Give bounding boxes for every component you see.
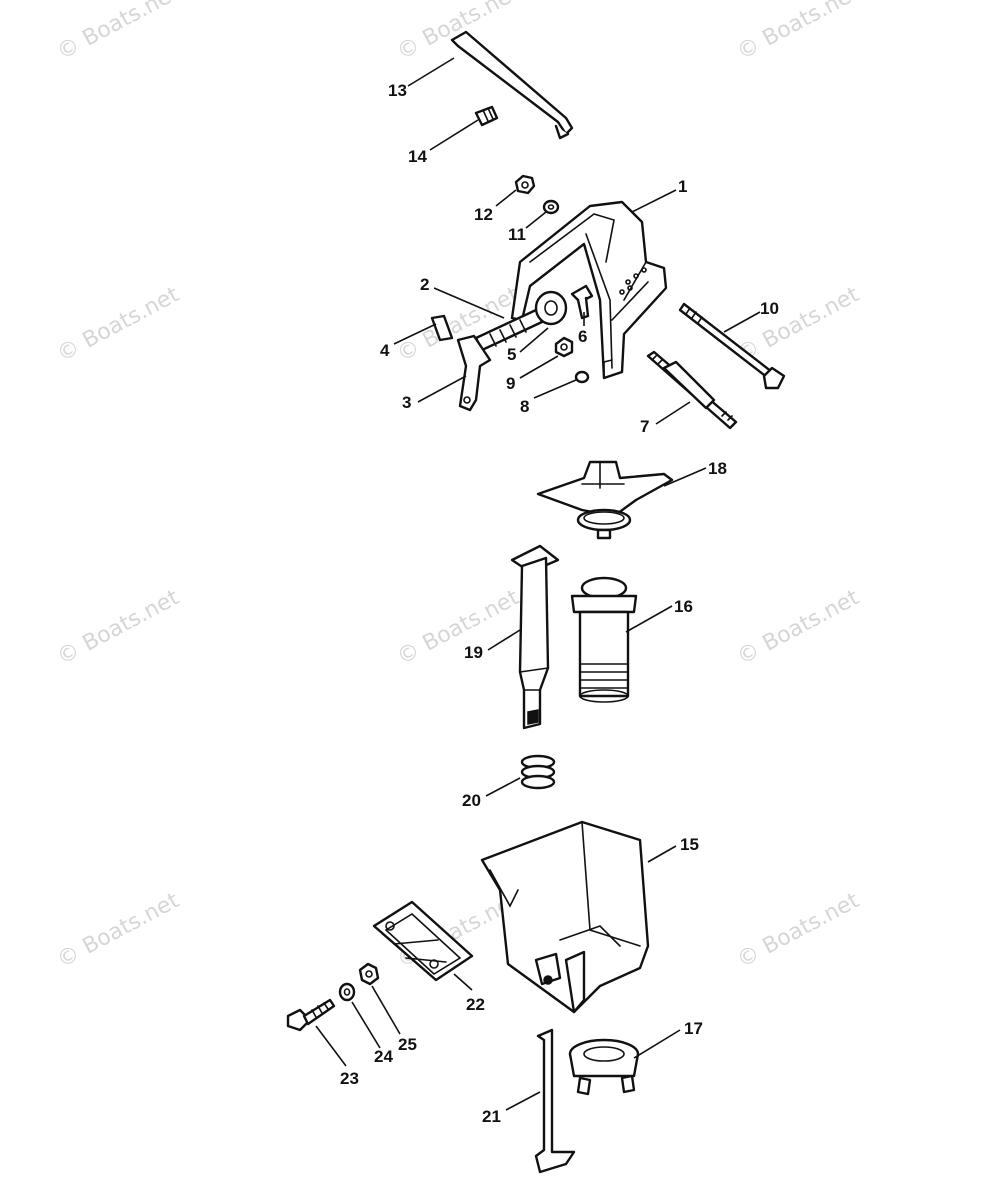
callout-22: 22 — [466, 995, 485, 1014]
part-24-washer — [338, 982, 356, 1002]
callout-4: 4 — [380, 341, 390, 360]
part-12-nut — [514, 174, 536, 195]
callout-23: 23 — [340, 1069, 359, 1088]
watermark: © Boats.net — [53, 0, 184, 65]
callout-7: 7 — [640, 417, 649, 436]
callout-3: 3 — [402, 393, 411, 412]
callout-2: 2 — [420, 275, 429, 294]
watermark: © Boats.net — [53, 282, 184, 367]
callout-13: 13 — [388, 81, 407, 100]
watermark: © Boats.net — [53, 585, 184, 670]
part-9-nut — [554, 336, 574, 358]
watermarks: © Boats.net © Boats.net © Boats.net © Bo… — [53, 0, 864, 973]
part-8-washer — [574, 370, 590, 384]
part-22-bracket — [372, 900, 474, 982]
callout-18: 18 — [708, 459, 727, 478]
callouts: 1 2 3 4 5 6 7 8 9 10 11 12 13 14 15 16 1… — [340, 81, 779, 1126]
part-2-clamp-screw — [474, 290, 568, 352]
callout-12: 12 — [474, 205, 493, 224]
watermark: © Boats.net — [733, 888, 864, 973]
watermark: © Boats.net — [53, 888, 184, 973]
callout-5: 5 — [507, 345, 516, 364]
callout-24: 24 — [374, 1047, 393, 1066]
part-14-screw — [474, 105, 499, 127]
part-19-shaft — [510, 544, 560, 730]
watermark: © Boats.net — [733, 282, 864, 367]
part-25-nut — [358, 962, 380, 986]
callout-17: 17 — [684, 1019, 703, 1038]
part-20-spring — [520, 754, 556, 790]
part-7-stud — [646, 350, 738, 430]
part-4-pin — [430, 314, 454, 342]
leader-lines — [315, 57, 761, 1111]
callout-1: 1 — [678, 177, 687, 196]
callout-6: 6 — [578, 327, 587, 346]
callout-8: 8 — [520, 397, 529, 416]
callout-14: 14 — [408, 147, 427, 166]
part-16-tube — [570, 576, 638, 703]
callout-11: 11 — [508, 225, 526, 244]
part-18-wing-collar — [536, 460, 674, 540]
watermark: © Boats.net — [393, 585, 524, 670]
callout-25: 25 — [398, 1035, 417, 1054]
callout-16: 16 — [674, 597, 693, 616]
callout-21: 21 — [482, 1107, 501, 1126]
part-17-retaining-nut — [568, 1038, 640, 1096]
part-10-long-bolt — [678, 302, 786, 390]
watermark: © Boats.net — [393, 0, 524, 65]
part-21-blade — [534, 1028, 576, 1174]
callout-20: 20 — [462, 791, 481, 810]
part-3-handle — [456, 334, 492, 412]
part-15-housing — [480, 820, 650, 1014]
callout-10: 10 — [760, 299, 779, 318]
callout-9: 9 — [506, 374, 515, 393]
watermark: © Boats.net — [733, 0, 864, 65]
callout-15: 15 — [680, 835, 699, 854]
part-1-clamp-bracket — [510, 200, 668, 380]
watermark: © Boats.net — [733, 585, 864, 670]
callout-19: 19 — [464, 643, 483, 662]
part-6-bolt — [570, 284, 594, 320]
part-11-washer — [542, 199, 560, 215]
part-13-rod — [450, 30, 574, 140]
part-23-bolt — [286, 998, 336, 1032]
